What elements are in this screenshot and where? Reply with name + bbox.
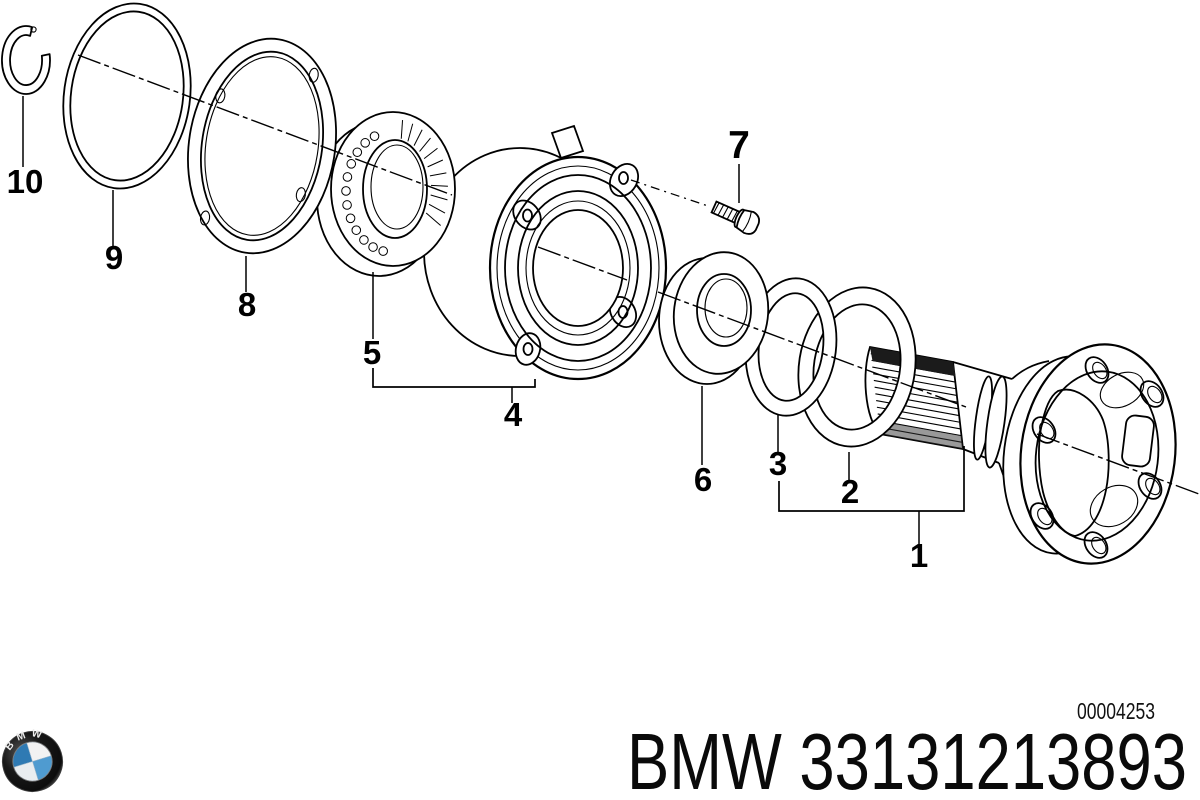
callout-labels: 10 9 8 5 4 7 6 3 2 1 — [7, 124, 929, 574]
callout-9: 9 — [105, 239, 123, 276]
seal-bore — [696, 273, 752, 347]
housing-ears — [512, 163, 640, 366]
flange-scallop-bottom — [1089, 484, 1139, 528]
callout-leaders — [22, 96, 965, 546]
bearing-bore — [362, 139, 428, 239]
callout-10: 10 — [7, 163, 44, 200]
callout-4: 4 — [504, 396, 523, 433]
shaft-collar-ring — [984, 375, 1008, 469]
callout-7: 7 — [728, 124, 750, 167]
callout-5: 5 — [363, 334, 381, 371]
part-5-taper-bearing — [316, 111, 456, 277]
part-2-spacer-ring — [797, 286, 917, 448]
bolt-threads — [712, 201, 739, 223]
diagram-code: 00004253 — [1077, 698, 1155, 724]
callout-8: 8 — [238, 286, 256, 323]
assembly-centerline — [77, 54, 1200, 495]
flange-bolt-holes — [1029, 356, 1165, 559]
flange-center-opening — [1038, 388, 1110, 537]
circlip-lug — [30, 26, 37, 33]
part-8-lock-plate-ring — [187, 37, 337, 255]
callout-2: 2 — [841, 473, 859, 510]
housing-bore — [532, 209, 624, 327]
bearing-rollers — [341, 131, 388, 256]
callout-6: 6 — [694, 461, 712, 498]
bmw-logo: BMW — [0, 722, 63, 792]
part-6-shaft-seal — [658, 251, 770, 385]
flange-scallop-top — [1099, 371, 1145, 409]
part-number-title: BMW 33131213893 — [627, 717, 1187, 800]
ring8-holes — [199, 67, 319, 226]
spline-shading-bottom — [878, 421, 963, 449]
seal-front — [672, 251, 770, 375]
part-1-drive-flange-shaft — [864, 343, 1177, 565]
part-4-bearing-housing — [423, 124, 668, 381]
bearing-roller-ticks — [400, 120, 448, 226]
part-9-o-ring — [62, 2, 192, 190]
bolt-leader-line — [630, 179, 709, 207]
callout-3: 3 — [769, 445, 787, 482]
part-10-circlip — [1, 25, 51, 95]
housing-top-tab — [550, 124, 585, 160]
callout-1: 1 — [910, 537, 928, 574]
bearing-front — [330, 111, 456, 267]
flange-rect-cutout — [1121, 414, 1155, 468]
flange-face-inner-ring — [1034, 370, 1160, 542]
part-7-hex-bolt — [710, 200, 760, 235]
